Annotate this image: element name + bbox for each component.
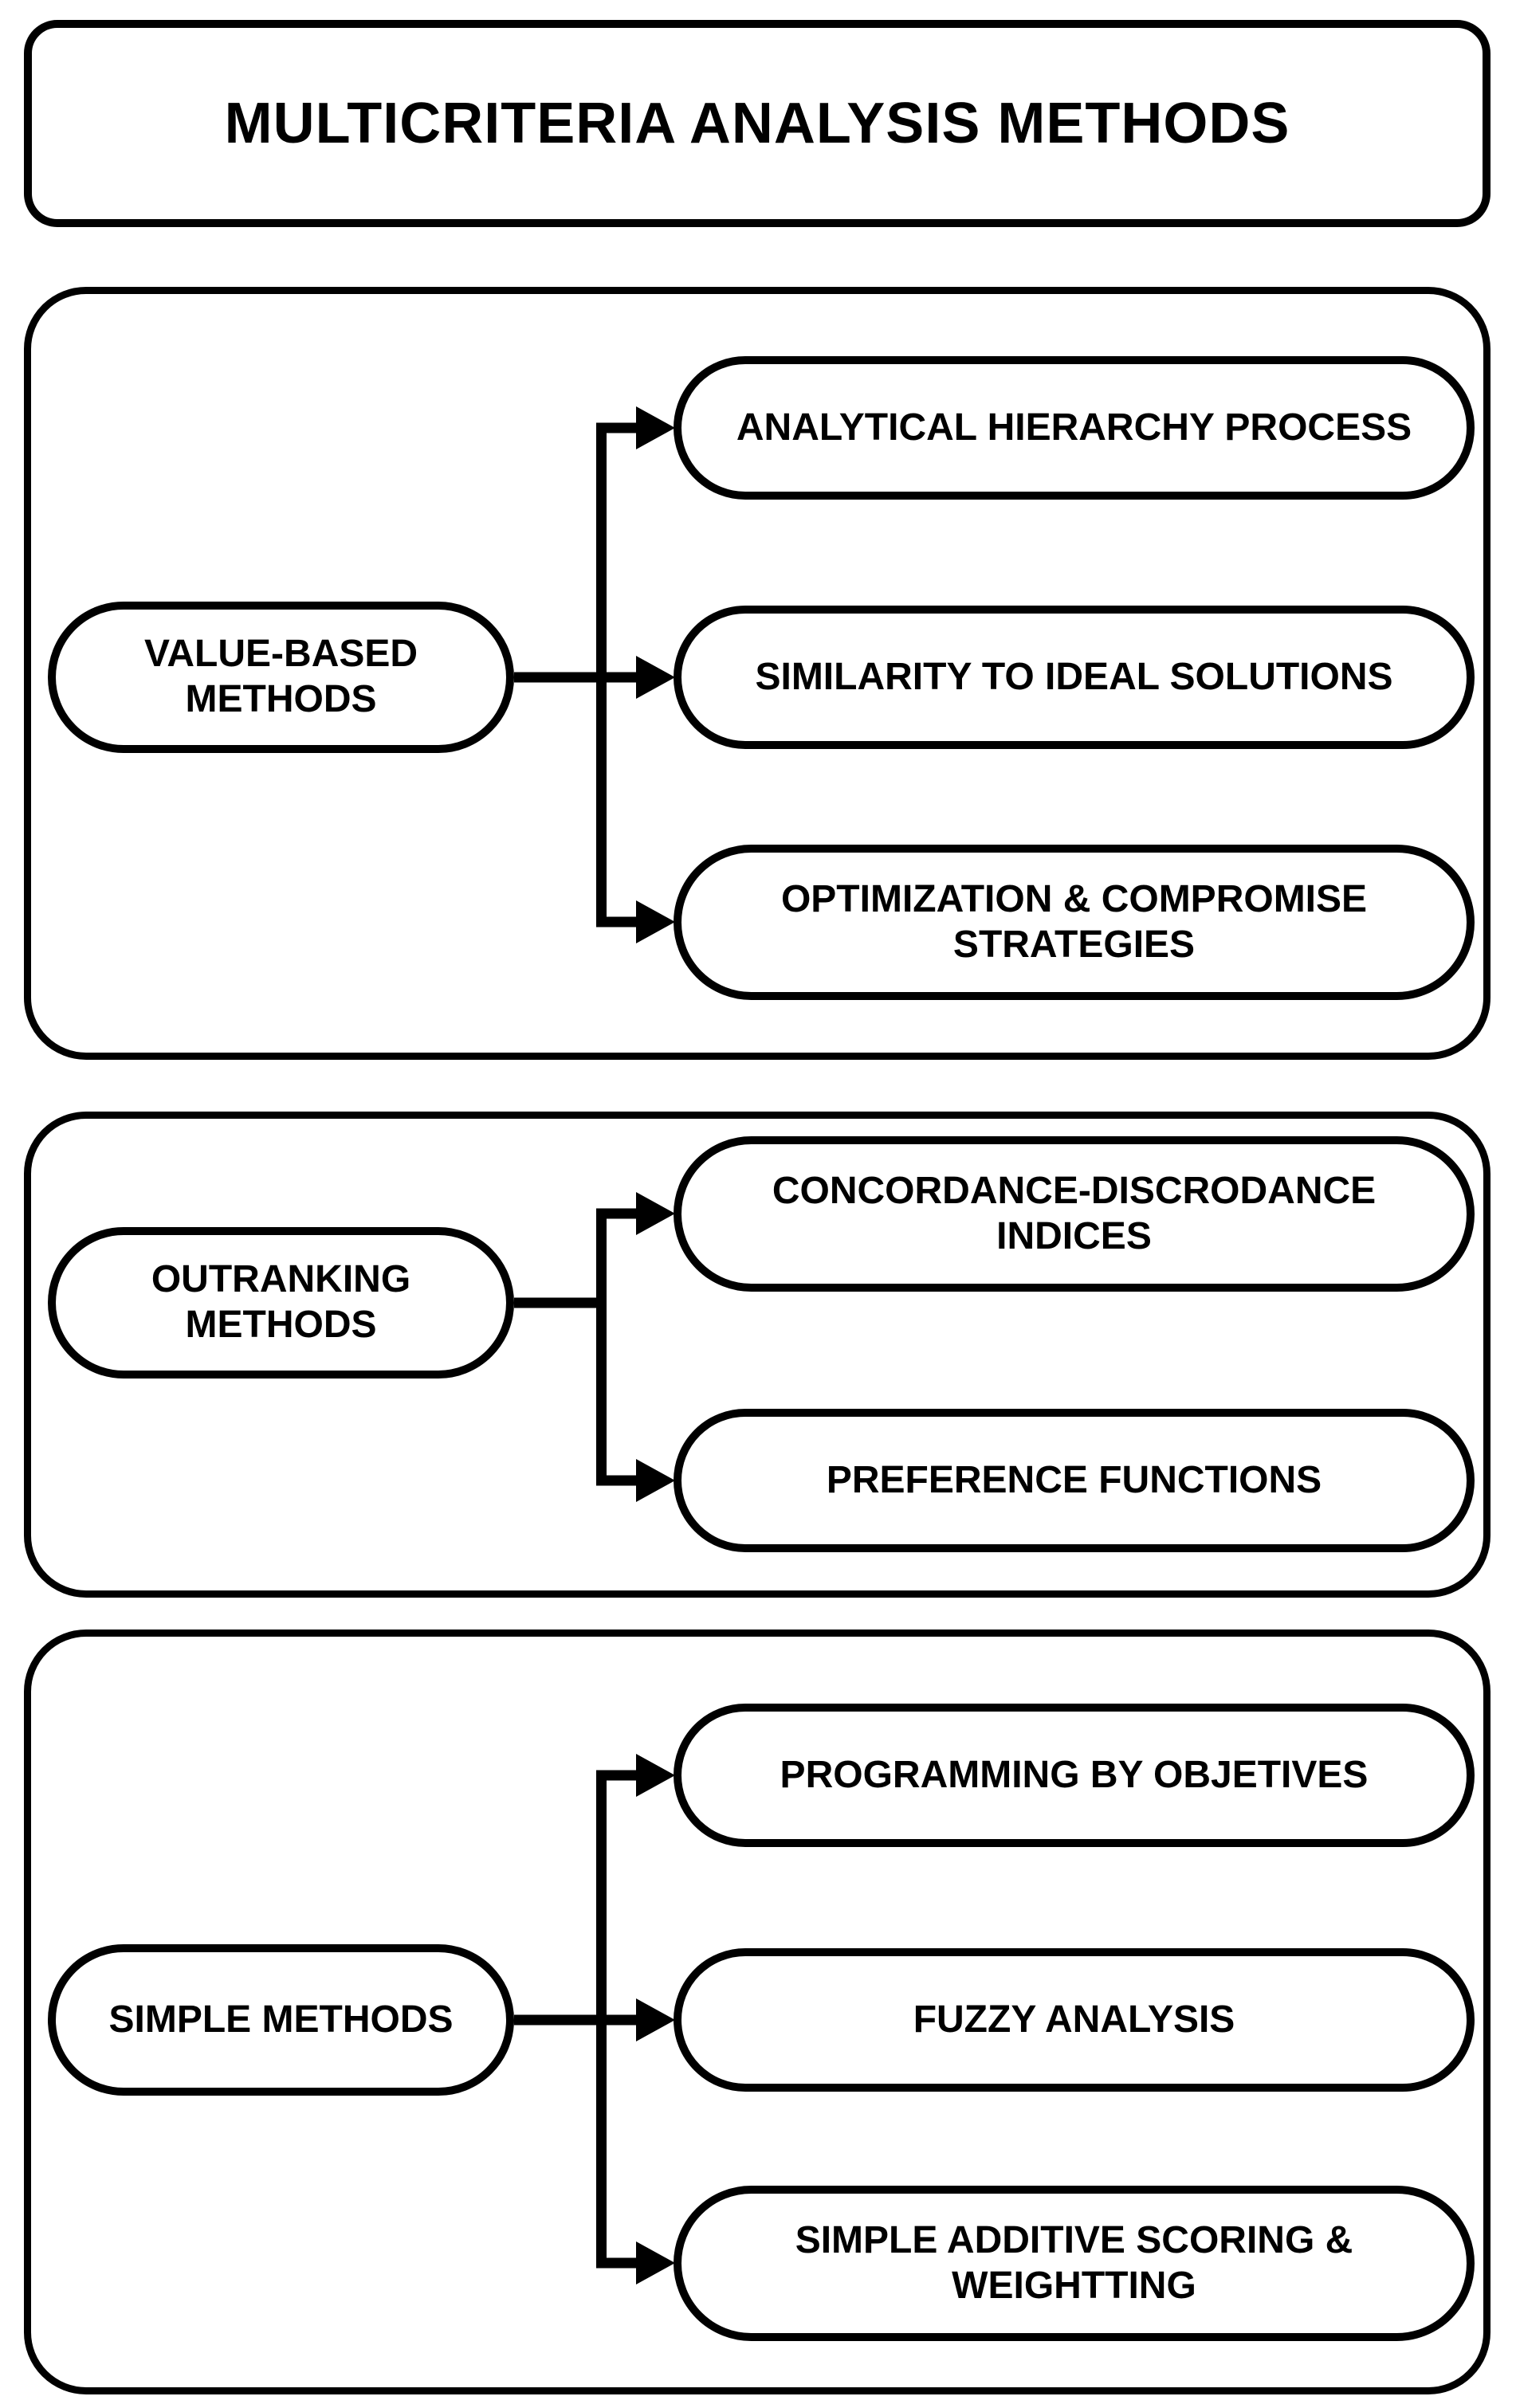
node-simple-additive-scoring-weightting: SIMPLE ADDITIVE SCORING & WEIGHTTING [674,2186,1475,2341]
node-simple-methods: SIMPLE METHODS [48,1944,514,2096]
connector-arrowhead [636,656,675,699]
node-label: VALUE-BASED METHODS [143,633,418,720]
node-analytical-hierarchy-process: ANALYTICAL HIERARCHY PROCESS [674,356,1475,500]
connector-arrowhead [636,1192,675,1235]
node-label: OUTRANKING METHODS [151,1258,411,1346]
connector-arrowhead [636,406,675,449]
node-label: CONCORDANCE-DISCRODANCE INDICES [772,1169,1377,1257]
connector-arrowhead [636,1998,675,2041]
node-label: SIMILARITY TO IDEAL SOLUTIONS [755,655,1393,698]
node-label: SIMPLE METHODS [108,1998,454,2041]
node-fuzzy-analysis: FUZZY ANALYSIS [674,1948,1475,2092]
connector-arrowhead [636,900,675,943]
node-outranking-methods: OUTRANKING METHODS [48,1227,514,1379]
connector-arrowhead [636,1754,675,1797]
node-label: PREFERENCE FUNCTIONS [826,1458,1322,1501]
node-concordance-discrodance-indices: CONCORDANCE-DISCRODANCE INDICES [674,1136,1475,1292]
title-box: MULTICRITERIA ANALYSIS METHODS [24,20,1490,227]
node-preference-functions: PREFERENCE FUNCTIONS [674,1409,1475,1552]
node-label: ANALYTICAL HIERARCHY PROCESS [736,406,1412,449]
node-similarity-to-ideal-solutions: SIMILARITY TO IDEAL SOLUTIONS [674,606,1475,749]
node-label: FUZZY ANALYSIS [913,1998,1235,2041]
node-value-based-methods: VALUE-BASED METHODS [48,602,514,753]
connector-arrowhead [636,2241,675,2284]
node-programming-by-objetives: PROGRAMMING BY OBJETIVES [674,1704,1475,1847]
node-label: SIMPLE ADDITIVE SCORING & WEIGHTTING [795,2218,1353,2307]
node-label: PROGRAMMING BY OBJETIVES [780,1753,1369,1796]
node-optimization-compromise-strategies: OPTIMIZATION & COMPROMISE STRATEGIES [674,845,1475,1000]
node-label: OPTIMIZATION & COMPROMISE STRATEGIES [780,877,1368,966]
connector-arrowhead [636,1459,675,1502]
diagram-title: MULTICRITERIA ANALYSIS METHODS [224,92,1290,155]
